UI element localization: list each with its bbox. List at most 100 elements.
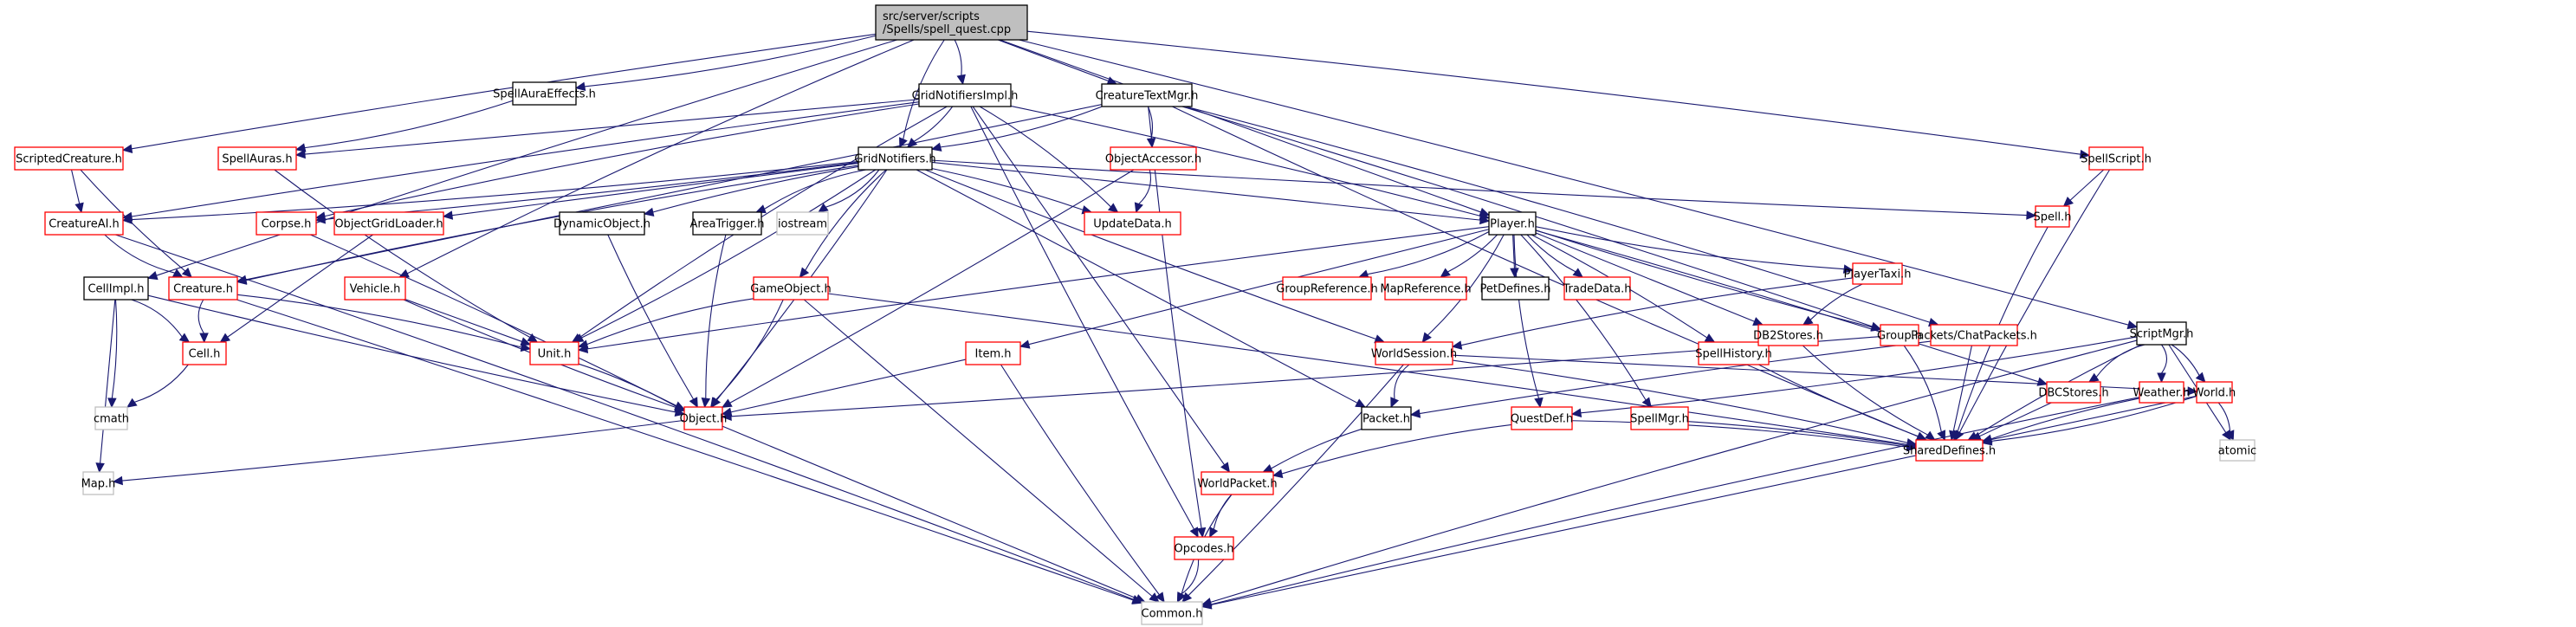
edge-Object-to-Common xyxy=(722,425,1146,603)
edge-line xyxy=(121,419,685,482)
node-box xyxy=(1930,324,2018,346)
node-box xyxy=(1511,406,1573,430)
edge-WorldSession-to-Packet xyxy=(1390,364,1410,409)
edge-Unit-to-Object xyxy=(578,363,686,411)
node-box xyxy=(776,211,829,236)
node-AreaTrigger[interactable]: AreaTrigger.h xyxy=(690,211,765,236)
node-GameObject[interactable]: GameObject.h xyxy=(750,276,832,301)
node-GridNotifiers[interactable]: GridNotifiers.h xyxy=(854,146,936,171)
node-GroupReference[interactable]: GroupReference.h xyxy=(1276,276,1378,301)
node-Creature[interactable]: Creature.h xyxy=(168,276,238,301)
arrowhead-icon xyxy=(95,462,105,474)
arrowhead-icon xyxy=(219,333,231,343)
node-SpellAuras[interactable]: SpellAuras.h xyxy=(217,146,297,171)
node-ScriptedCreature[interactable]: ScriptedCreature.h xyxy=(14,146,124,171)
node-CreatureTextMgr[interactable]: CreatureTextMgr.h xyxy=(1096,83,1199,107)
node-MapReference[interactable]: MapReference.h xyxy=(1380,276,1472,301)
node-WorldSession[interactable]: WorldSession.h xyxy=(1371,341,1457,365)
node-Player[interactable]: Player.h xyxy=(1488,211,1537,236)
node-Object[interactable]: Object.h xyxy=(680,406,728,430)
arrowhead-icon xyxy=(314,214,327,224)
node-label: Vehicle.h xyxy=(350,283,401,296)
edges-layer xyxy=(70,30,2235,610)
edge-line xyxy=(405,299,522,342)
edge-line xyxy=(1419,340,1932,415)
edge-GridNotifiersImpl-to-GridNotifiers xyxy=(906,106,954,148)
node-UpdateData[interactable]: UpdateData.h xyxy=(1084,211,1181,236)
node-CreatureAI[interactable]: CreatureAI.h xyxy=(44,211,124,236)
edge-CreatureTextMgr-to-GridNotifiers xyxy=(930,106,1103,152)
edge-GameObject-to-Unit xyxy=(577,298,754,349)
node-QuestDef[interactable]: QuestDef.h xyxy=(1511,406,1573,430)
edge-line xyxy=(1427,234,1505,336)
node-ObjectGridLoader[interactable]: ObjectGridLoader.h xyxy=(333,211,444,236)
node-CellImpl[interactable]: CellImpl.h xyxy=(83,276,149,301)
arrowhead-icon xyxy=(107,398,117,409)
node-label: Common.h xyxy=(1142,608,1203,621)
node-PlayerTaxi[interactable]: PlayerTaxi.h xyxy=(1844,262,1912,285)
edge-line xyxy=(1188,364,1404,597)
node-SpellHistory[interactable]: SpellHistory.h xyxy=(1695,341,1772,365)
edge-line xyxy=(70,169,81,204)
node-Corpse[interactable]: Corpse.h xyxy=(256,211,317,236)
arrowhead-icon xyxy=(199,333,209,344)
node-DynamicObject[interactable]: DynamicObject.h xyxy=(553,211,650,236)
node-TradeData[interactable]: TradeData.h xyxy=(1562,276,1632,301)
edge-Object-to-Map xyxy=(112,419,685,486)
node-box xyxy=(256,211,317,236)
edge-line xyxy=(1958,169,2111,433)
edge-line xyxy=(156,39,897,276)
arrowhead-icon xyxy=(1220,462,1231,473)
node-Vehicle[interactable]: Vehicle.h xyxy=(344,276,406,301)
edge-line xyxy=(825,169,880,208)
node-SharedDefines[interactable]: SharedDefines.h xyxy=(1903,439,1996,462)
edge-line xyxy=(931,159,2028,217)
arrowhead-icon xyxy=(1135,594,1146,603)
edge-Player-to-QuestDef xyxy=(1513,234,1544,409)
node-World[interactable]: World.h xyxy=(2193,381,2236,404)
node-label: AreaTrigger.h xyxy=(690,218,765,231)
node-WorldPacket[interactable]: WorldPacket.h xyxy=(1197,471,1278,495)
node-DB2Stores[interactable]: DB2Stores.h xyxy=(1753,324,1823,346)
node-SpellAuraEffects[interactable]: SpellAuraEffects.h xyxy=(493,81,596,106)
node-Opcodes[interactable]: Opcodes.h xyxy=(1174,536,1234,560)
node-label: TradeData.h xyxy=(1562,283,1631,296)
edge-Player-to-WorldSession xyxy=(1421,234,1505,343)
node-SpellMgr[interactable]: SpellMgr.h xyxy=(1630,406,1689,430)
node-ScriptMgr[interactable]: ScriptMgr.h xyxy=(2130,321,2194,346)
node-Group[interactable]: Group.h xyxy=(1877,324,1922,346)
node-Unit[interactable]: Unit.h xyxy=(529,341,579,365)
arrowhead-icon xyxy=(442,210,454,220)
edge-line xyxy=(581,169,877,339)
edge-SpellScript-to-Spell xyxy=(2062,169,2105,207)
node-label: SpellAuraEffects.h xyxy=(493,88,596,101)
node-Packet[interactable]: Packet.h xyxy=(1361,406,1412,430)
node-box xyxy=(168,276,238,301)
node-GridNotifiersImpl[interactable]: GridNotifiersImpl.h xyxy=(912,83,1019,107)
node-Spell[interactable]: Spell.h xyxy=(2033,205,2072,228)
node-Item[interactable]: Item.h xyxy=(965,341,1021,365)
node-box xyxy=(1852,262,1903,285)
edge-line xyxy=(1019,39,2129,326)
edge-line xyxy=(104,234,176,274)
arrowhead-icon xyxy=(701,397,711,409)
node-DBCStores[interactable]: DBCStores.h xyxy=(2038,381,2109,404)
node-Weather[interactable]: Weather.h xyxy=(2133,381,2191,404)
edge-GridNotifiers-to-Player xyxy=(931,161,1491,225)
node-Cell[interactable]: Cell.h xyxy=(182,341,227,365)
edge-line xyxy=(236,299,1134,601)
edge-line xyxy=(1147,106,1154,139)
edge-line xyxy=(1000,364,1160,596)
node-ChatPackets[interactable]: Packets/ChatPackets.h xyxy=(1911,324,2037,346)
node-root[interactable]: src/server/scripts/Spells/spell_quest.cp… xyxy=(875,4,1028,41)
arrowhead-icon xyxy=(1181,591,1193,603)
node-label: SpellScript.h xyxy=(2081,153,2152,166)
arrowhead-icon xyxy=(1196,527,1207,539)
node-SpellScript[interactable]: SpellScript.h xyxy=(2081,146,2152,171)
node-ObjectAccessor[interactable]: ObjectAccessor.h xyxy=(1105,146,1201,171)
node-label: SpellMgr.h xyxy=(1630,413,1689,426)
node-PetDefines[interactable]: PetDefines.h xyxy=(1479,276,1551,301)
edge-line xyxy=(131,33,877,150)
node-label: cmath xyxy=(94,413,129,426)
node-box xyxy=(529,341,579,365)
